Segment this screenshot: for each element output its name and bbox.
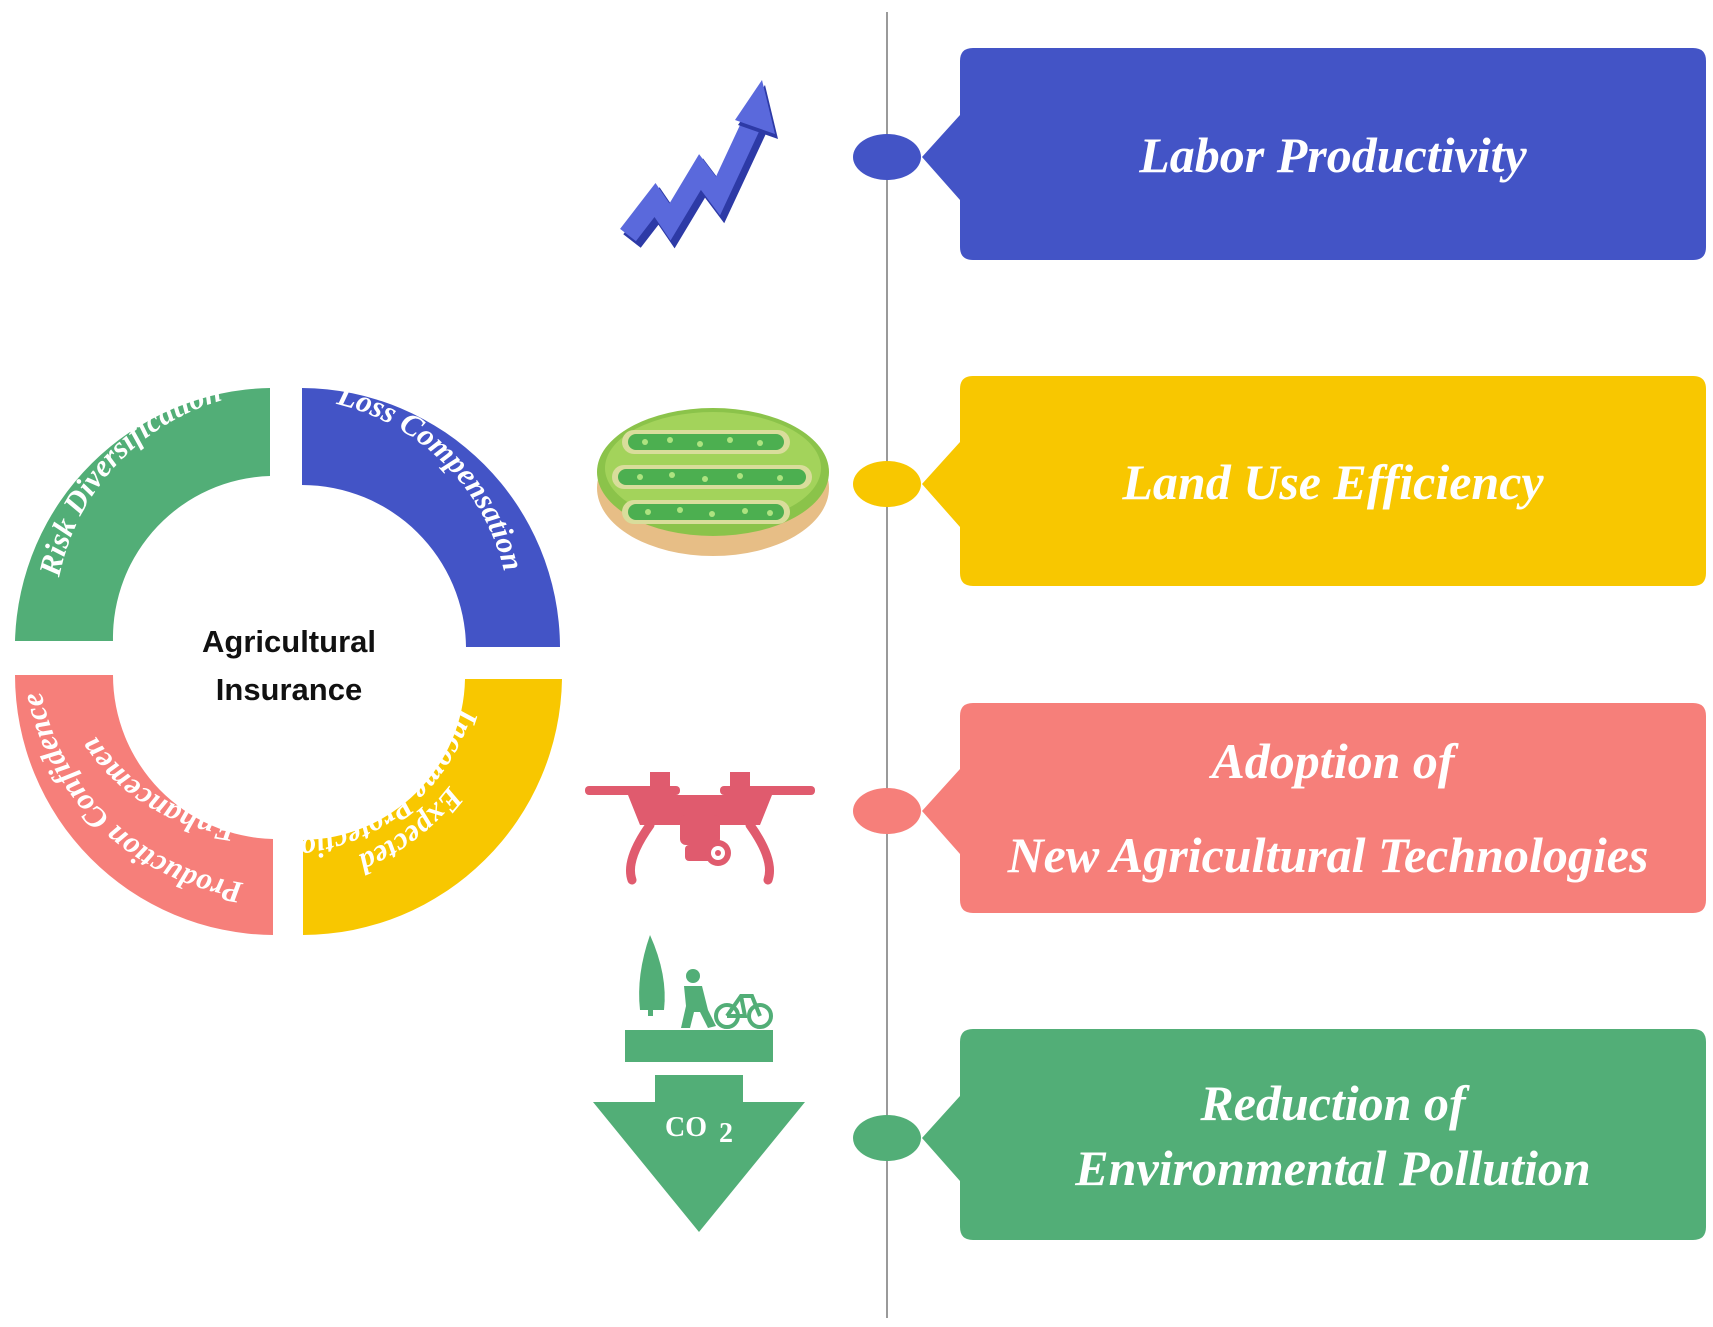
center-title-line1: Agricultural	[202, 624, 376, 659]
ring-segment-income	[303, 679, 562, 935]
co2-label: CO	[665, 1112, 707, 1143]
outcome-box-land: Land Use Efficiency	[922, 376, 1706, 586]
ring-segment-risk	[15, 388, 270, 641]
drone-icon	[585, 772, 815, 885]
environmental-pollution-text: Environmental Pollution	[1074, 1140, 1590, 1196]
rising-arrow-icon	[620, 80, 778, 249]
ring-segment-production	[15, 675, 273, 935]
connector-dot-labor	[853, 134, 921, 180]
center-title-line2: Insurance	[216, 672, 362, 707]
outcome-box-tech: Adoption of New Agricultural Technologie…	[922, 703, 1706, 913]
reduction-of-text: Reduction of	[1199, 1075, 1470, 1131]
new-agricultural-technologies-text: New Agricultural Technologies	[1007, 827, 1649, 883]
outcome-box-env: Reduction of Environmental Pollution	[922, 1029, 1706, 1240]
insurance-ring: Risk Diversification Loss Compensation E…	[0, 0, 562, 935]
connector-dot-land	[853, 461, 921, 507]
land-use-efficiency-text: Land Use Efficiency	[1121, 454, 1544, 510]
co2-reduction-icon: CO 2	[593, 935, 805, 1232]
ring-segment-loss	[302, 388, 560, 647]
farmland-icon	[597, 408, 829, 556]
co2-subscript: 2	[719, 1118, 733, 1149]
outcome-box-labor: Labor Productivity	[922, 48, 1706, 260]
connector-dot-tech	[853, 788, 921, 834]
labor-productivity-text: Labor Productivity	[1138, 127, 1527, 183]
connector-dot-env	[853, 1115, 921, 1161]
adoption-of-text: Adoption of	[1208, 733, 1458, 789]
